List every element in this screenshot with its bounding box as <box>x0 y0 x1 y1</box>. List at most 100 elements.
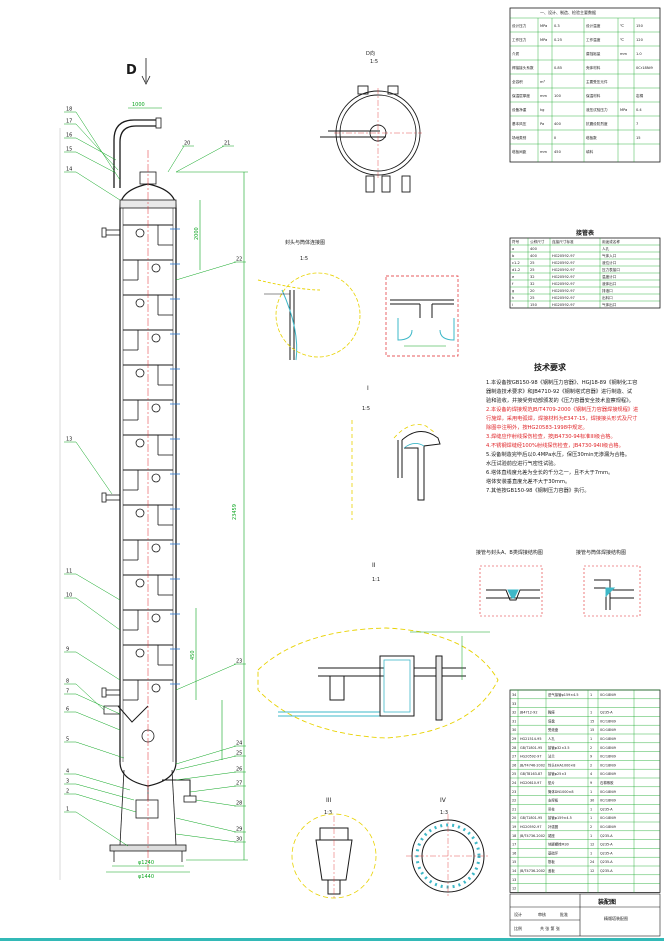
tower-dimensions <box>59 107 248 880</box>
drawing-name: 装配图 <box>597 898 616 906</box>
nozzle-cell: 排液口 <box>602 288 613 293</box>
design-cell: 抗震设防烈度 <box>586 121 608 126</box>
tech-requirements-title: 技术要求 <box>534 362 567 372</box>
bom-cell: 0Cr18Ni9 <box>600 763 616 767</box>
design-cell: MPa <box>540 24 547 28</box>
bom-cell: 23 <box>512 790 516 794</box>
part-leader: 5 <box>64 737 125 759</box>
bom-cell: 0Cr18Ni9 <box>600 693 616 697</box>
design-cell: 0Cr18Ni9 <box>636 66 654 70</box>
bom-cell: 筒体DN1000×8 <box>548 789 574 794</box>
bom-cell: 1 <box>590 816 592 820</box>
part-leader: 1 <box>64 807 129 847</box>
part-leader: 23 <box>175 659 246 691</box>
nozzle-cell: 20 <box>530 289 535 293</box>
nozzle-cell: b <box>512 254 515 258</box>
bom-cell: 25 <box>512 772 516 776</box>
tech-requirement-line: 除图中注明外，按HG20583-1998中规定。 <box>486 423 588 431</box>
bom-cell: 受液盘 <box>548 727 559 732</box>
d-view <box>320 85 422 193</box>
part-leader: 8 <box>64 679 105 711</box>
nozzle-cell: HG20592-97 <box>552 282 575 286</box>
design-cell: 主要受压元件 <box>586 79 608 84</box>
part-leader: 18 <box>64 107 121 181</box>
nozzle-cell: 液体出口 <box>602 281 617 286</box>
part-leader: 20 <box>167 141 194 173</box>
part-leader: 27 <box>189 781 246 793</box>
leader-number: 29 <box>236 827 242 833</box>
leader-number: 5 <box>66 737 69 743</box>
detail-head-title: 封头与筒体连接图 <box>285 239 325 246</box>
bom-cell: 32 <box>512 711 516 715</box>
design-cell: ℃ <box>620 38 624 42</box>
tech-requirement-line: 6.塔体直线度允差为全长的千分之一，且不大于7mm。 <box>486 468 613 476</box>
leader-number: 11 <box>66 569 72 575</box>
bom-cell: 12 <box>590 869 594 873</box>
leader-number: 7 <box>66 689 69 695</box>
detail-iii-label: III <box>326 797 332 804</box>
bom-cell: HG20592-97 <box>520 825 542 829</box>
title-approver-label: 批准 <box>560 911 568 917</box>
design-cell: 设备净重 <box>512 107 527 112</box>
detail-head-scale: 1:5 <box>300 256 308 262</box>
leader-number: 23 <box>236 659 242 665</box>
bom-cell: 26 <box>512 763 516 767</box>
bom-cell: 0Cr18Ni9 <box>600 728 616 732</box>
bom-cell: HG21514-95 <box>520 737 542 741</box>
leader-number: 8 <box>66 679 69 685</box>
side-nozzle <box>101 492 120 503</box>
tech-requirement-line: 2.本设备的焊接规范JB/T4709-2000《钢制压力容器焊接规程》进 <box>486 405 638 413</box>
design-cell: 焊接接头系数 <box>512 65 534 70</box>
weld-detail-a-title: 接管与封头A、B类焊接结构图 <box>476 549 543 556</box>
part-leader: 29 <box>175 817 246 833</box>
bom-cell: 29 <box>512 737 516 741</box>
bom-cell: 1 <box>590 711 592 715</box>
bom-cell: 垫片 <box>548 780 555 785</box>
design-cell: mm <box>620 52 628 56</box>
design-cell: II <box>554 136 556 140</box>
leader-number: 9 <box>66 647 69 653</box>
nozzle-header: 公称尺寸 <box>530 239 545 244</box>
bom-cell: 2 <box>590 746 592 750</box>
detail-ii-drawing <box>257 627 499 739</box>
nozzle-cell: 25 <box>530 261 535 265</box>
leader-number: 1 <box>66 807 69 813</box>
tech-requirement-line: 水压试验前应进行气密性试验。 <box>486 459 559 467</box>
bom-cell: 0Cr18Ni9 <box>600 816 616 820</box>
part-leader: 21 <box>175 141 234 173</box>
nozzle-cell: 出料口 <box>602 295 613 300</box>
bom-cell: 18 <box>512 834 516 838</box>
design-cell: 150 <box>636 24 644 28</box>
part-leader: 22 <box>175 257 246 281</box>
detail-ii-label: II <box>372 562 376 569</box>
bom-cell: HG20592-97 <box>520 755 542 759</box>
design-cell: 塔板间距 <box>512 149 527 154</box>
nozzle-cell: HG20592-97 <box>552 303 575 307</box>
nozzle-cell: 液位计口 <box>602 260 617 265</box>
overall-height-dim: 23459 <box>232 504 238 520</box>
nozzle-cell: g <box>512 289 514 293</box>
part-leader: 16 <box>64 133 117 161</box>
leader-number: 14 <box>66 167 72 173</box>
part-leader: 4 <box>64 769 131 791</box>
tech-requirement-line: 器制造技术要求》和JB4710-92《钢制塔式容器》进行制造、试 <box>486 387 633 395</box>
design-cell: 腐蚀裕量 <box>586 51 601 56</box>
bom-cell: 接管φ159×4.5 <box>548 815 572 820</box>
head-shell-detail <box>257 272 459 361</box>
leader-number: 15 <box>66 147 72 153</box>
nozzle-cell: h <box>512 296 514 300</box>
design-cell: 工作温度 <box>586 37 601 42</box>
weld-detail-b-title: 接管与筒体焊接结构图 <box>576 549 626 556</box>
design-cell: m³ <box>540 80 546 84</box>
part-leader: 2 <box>64 789 137 813</box>
nozzle-cell: 32 <box>530 275 535 279</box>
bom-cell: 盖板 <box>548 868 555 873</box>
bom-cell: 15 <box>512 860 516 864</box>
nozzle-cell: 人孔 <box>602 246 610 251</box>
bom-cell: 12 <box>590 843 594 847</box>
bom-cell: 1 <box>590 737 592 741</box>
bom-cell: 9 <box>590 755 592 759</box>
leader-number: 2 <box>66 789 69 795</box>
leader-number: 28 <box>236 801 242 807</box>
